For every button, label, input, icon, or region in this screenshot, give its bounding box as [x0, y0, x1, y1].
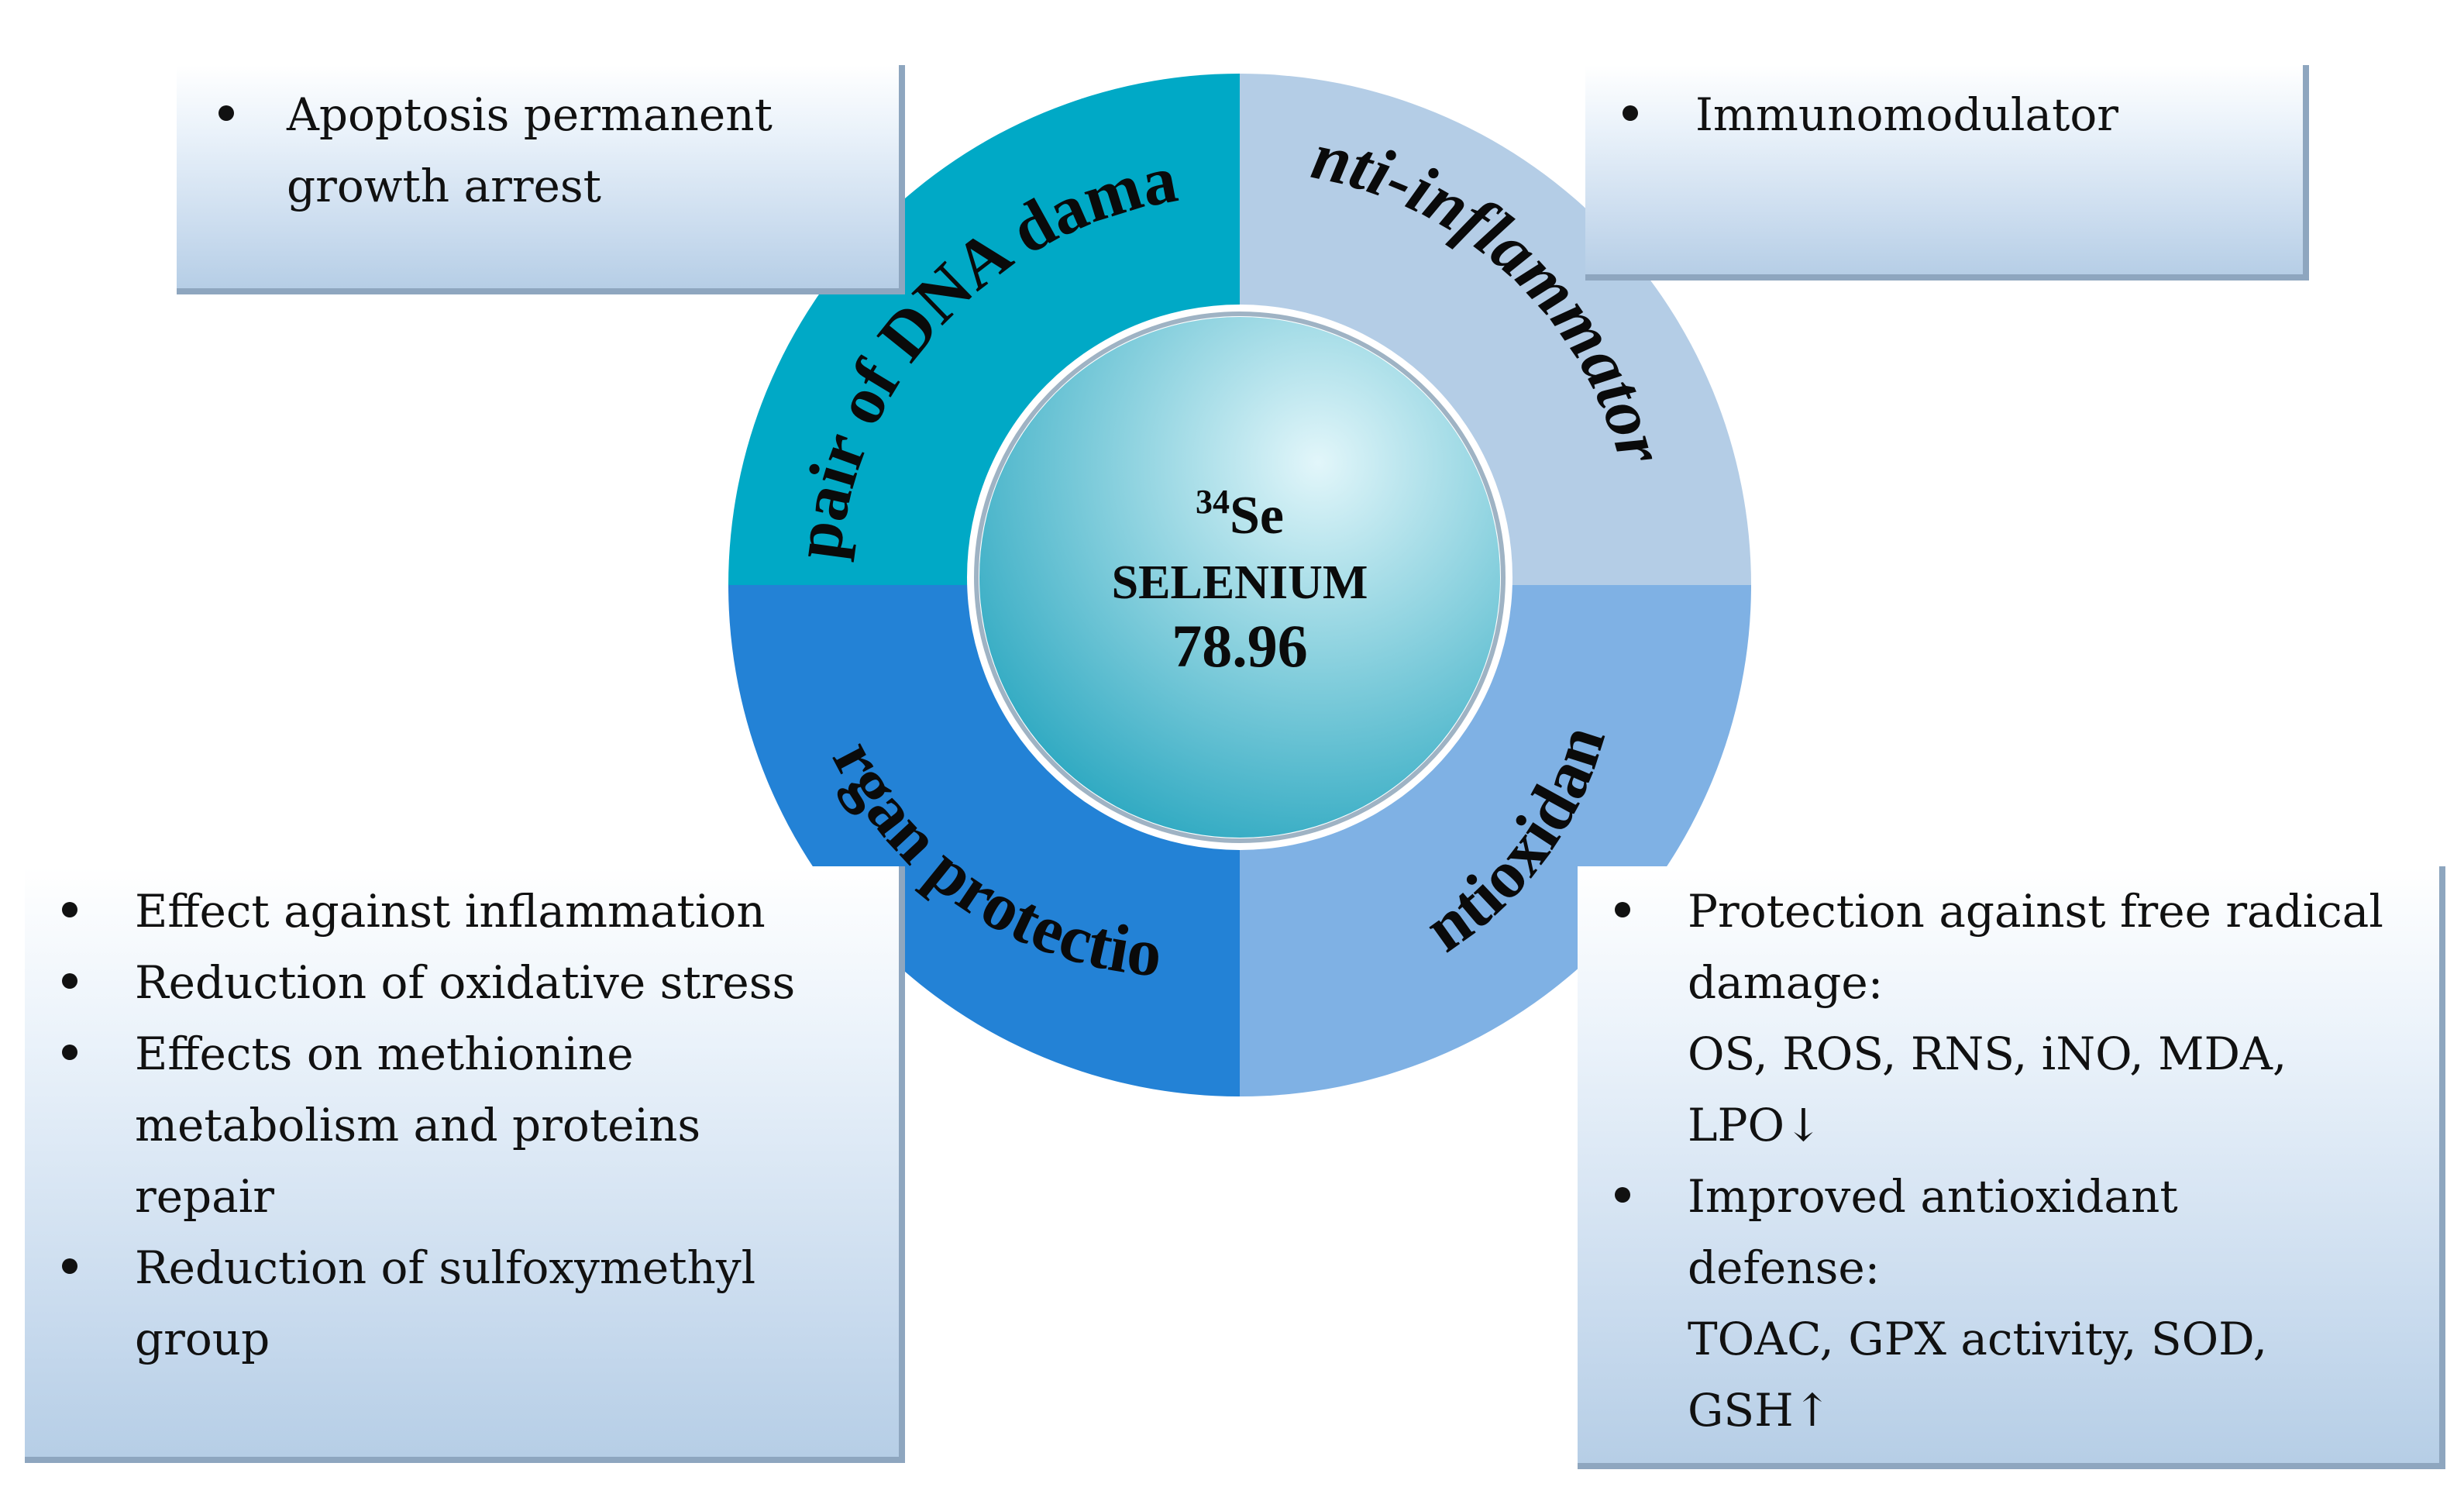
box-br-item-1-cont-1: damage: [1688, 956, 1884, 1009]
box-br-item-2-cont-1: defense: [1688, 1241, 1881, 1294]
box-br-item-2: Improved antioxidant [1578, 1161, 2439, 1232]
box-bl-item-4: Reduction of sulfoxymethyl [25, 1232, 899, 1303]
element-atomic-weight: 78.96 [1172, 612, 1308, 680]
element-symbol-line: 34Se [1196, 483, 1284, 546]
box-bl-item-4-cont: group [135, 1313, 270, 1365]
element-symbol: Se [1230, 486, 1284, 546]
box-anti-inflammatory: Immunomodulator [1585, 65, 2309, 281]
element-name: SELENIUM [1112, 556, 1368, 609]
box-organ-protection: Effect against inflammation Reduction of… [25, 866, 905, 1463]
box-bl-item-3-cont-1: metabolism and proteins [135, 1099, 701, 1151]
box-bl-item-2: Reduction of oxidative stress [25, 947, 899, 1018]
box-antioxidant: Protection against free radical damage: … [1578, 866, 2445, 1469]
box-tl-item-1: Apoptosis permanent [177, 79, 899, 150]
box-tr-item-1: Immunomodulator [1585, 79, 2303, 150]
box-br-item-2-cont-3: GSH↑ [1688, 1384, 1832, 1437]
box-bl-item-1: Effect against inflammation [25, 876, 899, 947]
box-repair-dna: Apoptosis permanent growth arrest [177, 65, 905, 294]
box-tl-item-1-cont: growth arrest [287, 160, 601, 212]
box-br-item-2-cont-2: TOAC, GPX activity, SOD, [1688, 1313, 2268, 1365]
box-br-item-1-cont-2: OS, ROS, RNS, iNO, MDA, [1688, 1027, 2287, 1080]
box-bl-item-3-cont-2: repair [135, 1170, 275, 1223]
box-br-item-1-cont-3: LPO↓ [1688, 1099, 1822, 1151]
element-mass-number: 34 [1196, 483, 1230, 521]
center-disk [979, 317, 1500, 838]
box-br-item-1: Protection against free radical [1578, 876, 2439, 947]
box-bl-item-3: Effects on methionine [25, 1018, 899, 1089]
center-ring-shadow [974, 312, 1506, 843]
